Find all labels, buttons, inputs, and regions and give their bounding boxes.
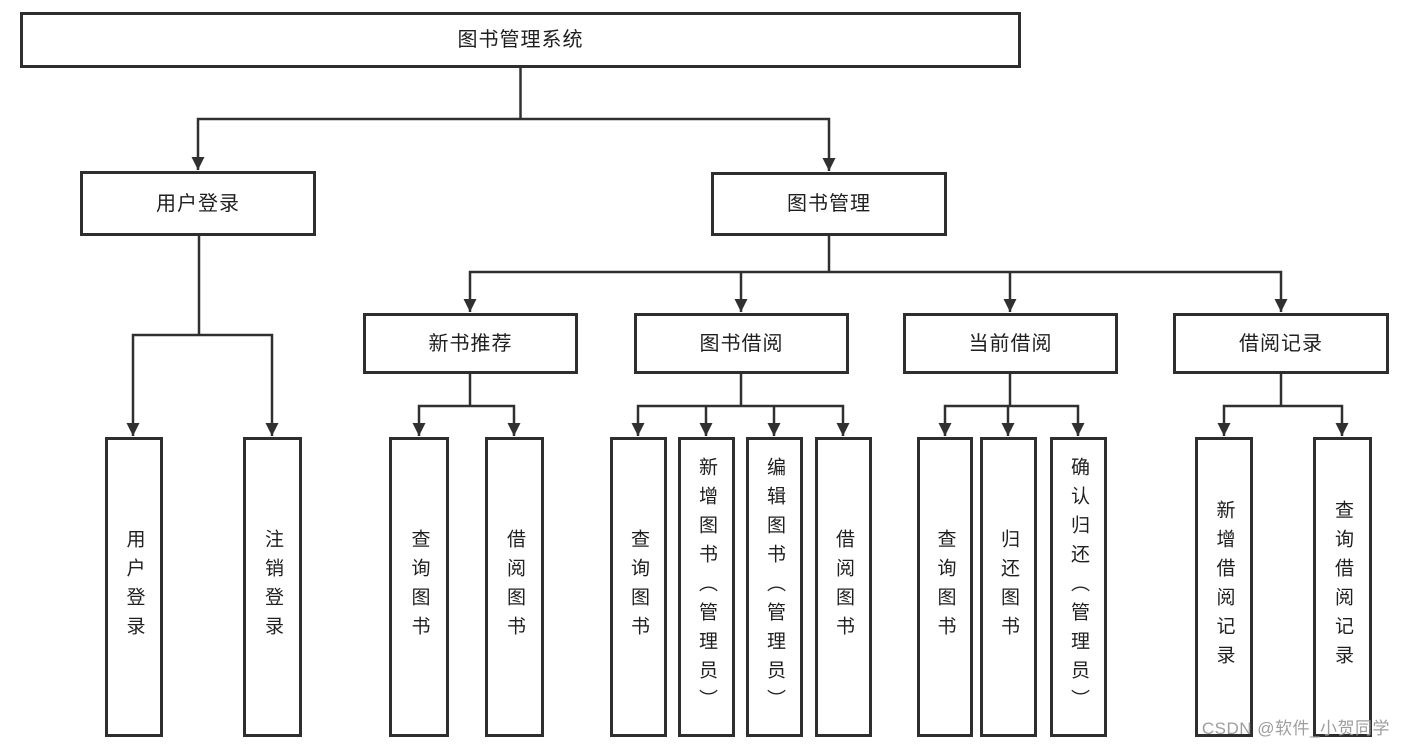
node-label: 注销登录 [262,529,283,645]
node-label: 确认归还（管理员） [1068,456,1089,718]
csdn-watermark: CSDN @软件_小贺同学 [1201,719,1390,738]
node-label: 借阅图书 [504,529,525,645]
edge-new-book-recommend-to-leaves [412,374,521,436]
node-label: 新书推荐 [428,332,513,355]
node-label: 查询图书 [628,529,649,645]
node-label: 查询图书 [408,529,430,645]
node-label: 当前借阅 [968,332,1053,355]
node-label: 图书借阅 [699,332,784,355]
node-leaf-query-book-2: 查询图书 [610,437,667,737]
node-user-login: 用户登录 [80,171,316,236]
node-label: 归还图书 [998,529,1019,645]
node-leaf-user-login: 用户登录 [105,437,163,737]
node-leaf-query-book-3: 查询图书 [917,437,973,737]
node-leaf-logout: 注销登录 [243,437,302,737]
node-label: 用户登录 [156,192,240,215]
node-library-management-system: 图书管理系统 [20,12,1021,68]
edge-root-to-level2 [191,68,836,171]
node-label: 新增借阅记录 [1213,500,1235,674]
edge-book-management-to-level3 [463,236,1288,312]
node-leaf-return-book: 归还图书 [980,437,1037,737]
node-leaf-borrow-book-2: 借阅图书 [815,437,872,737]
node-leaf-borrow-book-1: 借阅图书 [485,437,544,737]
node-book-management: 图书管理 [711,172,947,236]
node-leaf-add-borrow-record: 新增借阅记录 [1195,437,1253,737]
node-leaf-query-borrow-record: 查询借阅记录 [1313,437,1372,737]
node-label: 查询图书 [934,529,956,645]
node-book-borrowing: 图书借阅 [634,313,849,374]
node-label: 图书管理系统 [457,29,584,51]
edge-borrowing-records-to-leaves [1217,374,1349,436]
node-borrowing-records: 借阅记录 [1173,313,1389,374]
node-label: 借阅记录 [1239,332,1323,355]
node-leaf-query-book-1: 查询图书 [389,437,449,737]
node-leaf-edit-book-admin: 编辑图书（管理员） [746,437,803,737]
node-label: 借阅图书 [833,529,854,645]
node-leaf-confirm-return-admin: 确认归还（管理员） [1050,437,1107,737]
node-new-book-recommend: 新书推荐 [363,313,578,374]
node-label: 图书管理 [787,193,871,215]
node-label: 查询借阅记录 [1332,500,1353,674]
edge-current-borrowing-to-leaves [938,374,1085,436]
node-current-borrowing: 当前借阅 [903,313,1118,374]
node-leaf-add-book-admin: 新增图书（管理员） [678,437,735,737]
edge-user-login-to-leaves [126,236,279,436]
edge-book-borrowing-to-leaves [631,374,850,436]
node-label: 编辑图书（管理员） [764,456,785,718]
node-label: 新增图书（管理员） [696,456,717,718]
node-label: 用户登录 [123,529,145,645]
